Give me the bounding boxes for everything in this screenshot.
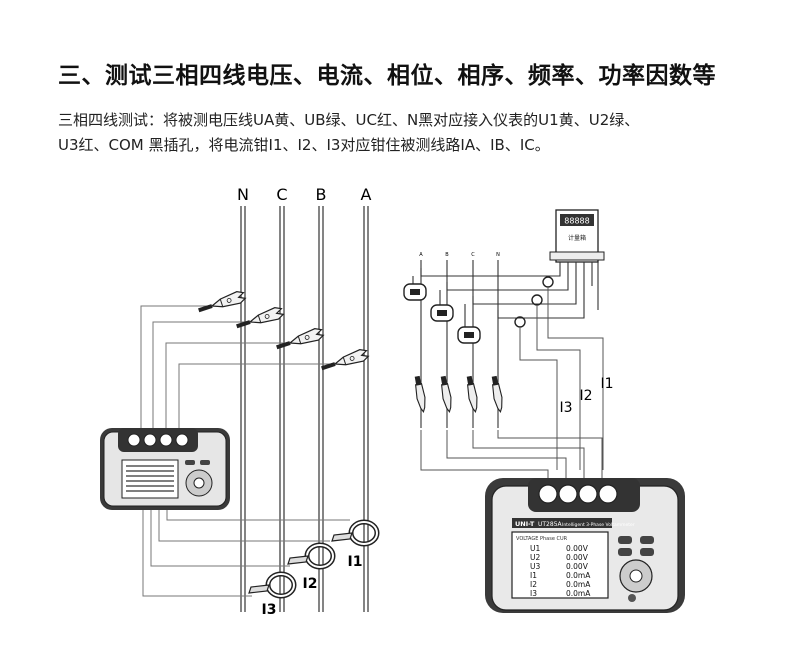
screen-val-i1: 0.0mA <box>566 571 591 580</box>
left-label-a: A <box>361 185 372 204</box>
instrument-button[interactable] <box>618 536 632 544</box>
right-label-c: C <box>471 252 475 258</box>
left-clamp-label-i3: I3 <box>262 602 277 618</box>
right-sensor-clamps <box>403 276 554 344</box>
instrument-enter-button[interactable] <box>629 569 643 583</box>
energy-meter: 88888 计量箱 <box>549 209 605 263</box>
screen-ch-u2: U2 <box>530 553 540 562</box>
left-voltage-clips <box>196 289 370 375</box>
section-heading: 三、测试三相四线电压、电流、相位、相序、频率、功率因数等 <box>58 63 716 89</box>
screen-ch-i1: I1 <box>530 571 537 580</box>
right-phase-lines <box>420 260 499 428</box>
instrument-power-button[interactable] <box>628 594 636 602</box>
instrument-button[interactable] <box>618 548 632 556</box>
screen-ch-u1: U1 <box>530 544 540 553</box>
left-diagram: N C B A <box>100 185 377 618</box>
right-bus-lines <box>412 262 599 338</box>
right-label-i1: I1 <box>600 376 613 392</box>
screen-ch-i3: I3 <box>530 589 537 598</box>
instrument-subtitle: Intelligent 3-Phase Voltammeter <box>562 522 635 528</box>
right-label-i3: I3 <box>559 400 572 416</box>
screen-val-i2: 0.0mA <box>566 580 591 589</box>
right-instrument: UNI-T UT285A Intelligent 3-Phase Voltamm… <box>485 478 685 613</box>
left-label-n: N <box>237 185 249 204</box>
meter-sub-label: 计量箱 <box>568 234 586 242</box>
left-label-b: B <box>316 185 327 204</box>
left-clamp-label-i1: I1 <box>348 554 363 570</box>
screen-ch-u3: U3 <box>530 562 540 571</box>
right-label-a: A <box>419 252 423 258</box>
screen-val-u1: 0.00V <box>566 544 589 553</box>
description-line-2: U3红、COM 黑插孔，将电流钳I1、I2、I3对应钳住被测线路IA、IB、IC… <box>58 136 550 154</box>
screen-val-i3: 0.0mA <box>566 589 591 598</box>
meter-display: 88888 <box>564 217 589 226</box>
screen-header: VOLTAGE Phase CUR <box>516 536 568 542</box>
left-clamp-label-i2: I2 <box>303 576 318 592</box>
left-phase-lines <box>240 206 369 612</box>
left-label-c: C <box>276 185 287 204</box>
left-voltage-wires <box>140 305 350 597</box>
screen-ch-i2: I2 <box>530 580 537 589</box>
description-line-1: 三相四线测试：将被测电压线UA黄、UB绿、UC红、N黑对应接入仪表的U1黄、U2… <box>58 111 640 129</box>
description: 三相四线测试：将被测电压线UA黄、UB绿、UC红、N黑对应接入仪表的U1黄、U2… <box>58 108 748 158</box>
instrument-model: UT285A <box>538 521 563 528</box>
right-label-i2: I2 <box>579 388 592 404</box>
right-voltage-clips <box>412 375 505 414</box>
instrument-brand: UNI-T <box>515 520 535 528</box>
screen-val-u2: 0.00V <box>566 553 589 562</box>
right-label-n: N <box>496 252 500 258</box>
instrument-button[interactable] <box>640 536 654 544</box>
right-diagram: 88888 计量箱 A B C N <box>403 209 685 613</box>
right-label-b: B <box>445 252 449 258</box>
instrument-button[interactable] <box>640 548 654 556</box>
screen-val-u3: 0.00V <box>566 562 589 571</box>
right-current-wires <box>420 288 604 484</box>
left-instrument <box>100 428 230 510</box>
